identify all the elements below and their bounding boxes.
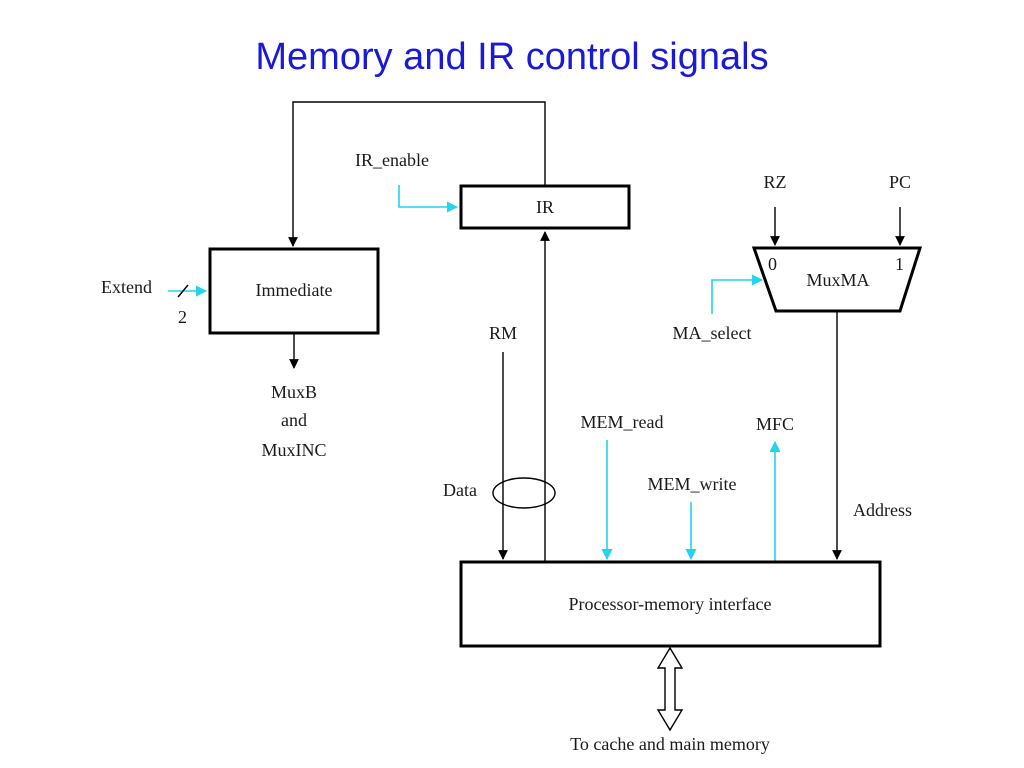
mux-ma (751, 246, 923, 313)
ir-enable-signal (398, 185, 459, 213)
mem-write-label: MEM_write (648, 474, 737, 494)
extend-label: Extend (101, 277, 152, 297)
and-label: and (281, 410, 307, 430)
slide-title: Memory and IR control signals (255, 36, 769, 78)
ir-label: IR (536, 197, 554, 217)
memory-bus-arrow (656, 646, 684, 732)
ir-to-immediate-wire (288, 101, 546, 247)
rz-label: RZ (763, 172, 786, 192)
muxb-label: MuxB (271, 382, 317, 402)
memory-label: To cache and main memory (570, 734, 770, 754)
ma-select-label: MA_select (673, 323, 752, 343)
mux-input-0-label: 0 (768, 254, 777, 274)
immediate-label: Immediate (256, 280, 333, 300)
rm-label: RM (489, 323, 517, 343)
mem-read-label: MEM_read (581, 412, 664, 432)
ir-register (459, 184, 631, 230)
mux-ma-label: MuxMA (806, 270, 869, 290)
extend-width-label: 2 (178, 307, 187, 327)
address-label: Address (853, 500, 912, 520)
processor-memory-interface (459, 560, 882, 648)
interface-label: Processor-memory interface (568, 594, 771, 614)
data-label: Data (443, 480, 477, 500)
ir-enable-label: IR_enable (355, 150, 429, 170)
pc-label: PC (889, 172, 911, 192)
data-bus-ellipse (492, 477, 556, 509)
ma-select-signal (711, 274, 764, 314)
bus-width-slash (177, 284, 189, 298)
mux-input-1-label: 1 (895, 254, 904, 274)
muxinc-label: MuxINC (261, 440, 326, 460)
mfc-label: MFC (756, 414, 794, 434)
